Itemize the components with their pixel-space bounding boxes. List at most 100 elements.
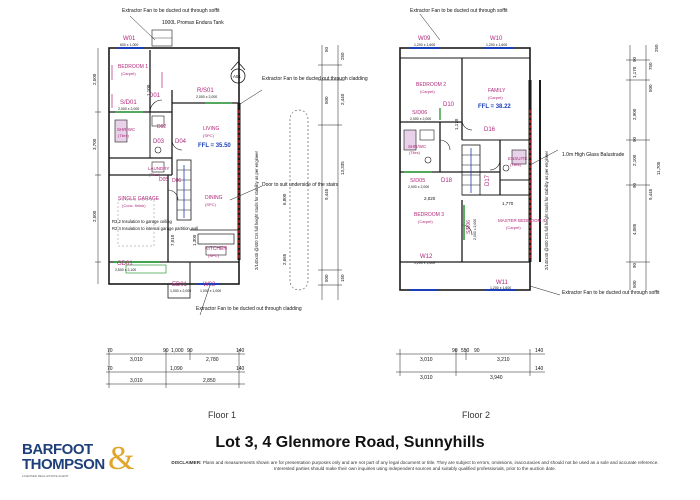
f2-dim-right-2900: 2,900 bbox=[632, 108, 637, 120]
logo-line2: THOMPSON bbox=[22, 456, 105, 473]
f1-tag-gd01-size: 2,500 x 2,100 bbox=[115, 268, 136, 272]
floor-1-label: Floor 1 bbox=[208, 410, 237, 420]
f1-dim-left-mid: 3,700 bbox=[92, 138, 97, 150]
f2-dim-b1-2: 550 bbox=[461, 348, 470, 354]
f1-room-garage-floor: (Conc. finish) bbox=[122, 203, 146, 208]
f1-dim-1100: 1,100 bbox=[146, 84, 151, 96]
f2-tag-sd06a: S/D06 bbox=[412, 110, 427, 116]
f1-dim-b1-0: 70 bbox=[107, 348, 113, 354]
f1-dim-right-150: 150 bbox=[340, 274, 345, 282]
floor-1-tag-marks bbox=[111, 65, 163, 108]
f2-dim-2020: 2,020 bbox=[424, 196, 436, 201]
f2-room-family-floor: (Carpet) bbox=[488, 95, 503, 100]
brand-logo: BARFOOT THOMPSON & LICENSED REAL ESTATE … bbox=[22, 441, 142, 479]
f1-dim-right-250: 250 bbox=[340, 52, 345, 60]
f2-room-family: FAMILY bbox=[488, 88, 506, 94]
f2-dim-b1-3: 90 bbox=[474, 348, 480, 354]
f1-dim-b1-3: 1,000 bbox=[171, 348, 184, 354]
f1-dim-b1-2: 90 bbox=[163, 348, 169, 354]
floor-plans: Extractor Fan to be ducted out through s… bbox=[92, 8, 661, 388]
f1-note-studs: 2/140x45 @400 Crs full height studs for … bbox=[254, 150, 259, 270]
f1-room-bedroom1: BEDROOM 1 bbox=[118, 64, 148, 70]
f1-dim-right-2440: 2,440 bbox=[340, 93, 345, 105]
floor-1-plan bbox=[108, 15, 263, 316]
f2-note-fan-bottom: Extractor Fan to be ducted out through s… bbox=[562, 290, 660, 296]
f1-note-fan-top: Extractor Fan to be ducted out through s… bbox=[122, 8, 220, 14]
f1-tag-d06: D06 bbox=[172, 178, 181, 184]
f1-dim-b1-5: 2,780 bbox=[206, 357, 219, 363]
f2-tag-sd06a-size: 2,000 x 2,000 bbox=[410, 117, 431, 121]
f2-tag-sd06-size: 2,000 x 2,000 bbox=[473, 219, 477, 240]
f1-dim-left-top: 2,500 bbox=[92, 73, 97, 85]
f2-dim-b1-5: 140 bbox=[535, 348, 544, 354]
f1-tag-gd01: GD01 bbox=[117, 261, 133, 267]
f2-dim-right-1170: 1,170 bbox=[632, 66, 637, 78]
f2-room-bedroom2-floor: (Carpet) bbox=[420, 89, 435, 94]
f1-dim-7010: 7,010 bbox=[170, 234, 175, 246]
f2-room-shr-floor: (Tiles) bbox=[409, 150, 421, 155]
f1-tag-w01-size: 600 x 1,000 bbox=[120, 43, 138, 47]
f2-tag-d10: D10 bbox=[443, 102, 455, 108]
floor-2-plan bbox=[399, 13, 561, 296]
f2-room-bedroom3-floor: (Carpet) bbox=[418, 219, 433, 224]
f2-dim-b2-2: 140 bbox=[535, 366, 544, 372]
f2-note-balustrade: 1.0m High Glass Balustrade bbox=[562, 152, 624, 158]
f2-dim-b1-0: 3,010 bbox=[420, 357, 433, 363]
f1-tag-a51: A51 bbox=[233, 74, 242, 79]
f1-room-living-floor: (SPC) bbox=[203, 133, 215, 138]
f2-room-master-floor: (Carpet) bbox=[506, 225, 521, 230]
logo-tagline: LICENSED REAL ESTATE AGENT bbox=[22, 474, 69, 478]
f2-tag-w10-size: 1,200 x 1,600 bbox=[486, 43, 507, 47]
f2-dim-right-500b: 500 bbox=[632, 280, 637, 288]
f2-room-ensuite: ENSUITE bbox=[508, 156, 528, 161]
f1-room-laundry: LAUNDRY bbox=[148, 166, 169, 171]
f1-dim-left-bot: 2,500 bbox=[92, 210, 97, 222]
disclaimer-text: Plans and measurements shown are for pre… bbox=[202, 460, 659, 471]
f1-tag-sd01: S/D01 bbox=[120, 100, 137, 106]
f1-room-shr: SHR/WC bbox=[117, 127, 136, 132]
f1-tag-d02: D02 bbox=[157, 124, 166, 130]
f1-dim-b3-1: 2,850 bbox=[203, 378, 216, 384]
f1-tag-d04: D04 bbox=[175, 139, 187, 145]
f1-dim-right-500a: 500 bbox=[324, 96, 329, 104]
f2-dim-b2-1: 3,940 bbox=[490, 375, 503, 381]
disclaimer: DISCLAIMER: Plans and measurements shown… bbox=[165, 460, 665, 472]
f2-tag-sd05: S/D05 bbox=[410, 178, 425, 184]
f2-tag-sd06: S/D06 bbox=[466, 220, 472, 234]
f1-dim-2665: 2,665 bbox=[282, 253, 287, 265]
f2-dim-right-4085: 4,085 bbox=[632, 223, 637, 235]
f2-room-bedroom2: BEDROOM 2 bbox=[416, 82, 446, 88]
f1-note-garage-ins2: R2.4 Insulation to internal garage parti… bbox=[112, 226, 198, 231]
f1-tag-d03: D03 bbox=[153, 139, 165, 145]
f1-room-kitchen-floor: (SPC) bbox=[208, 253, 220, 258]
f1-room-laundry-floor: (Tiles) bbox=[149, 172, 161, 177]
f2-dim-right-750: 750 bbox=[648, 62, 653, 70]
f1-tag-d01: D01 bbox=[149, 93, 161, 99]
f2-room-ensuite-floor: (Tiles) bbox=[510, 162, 522, 167]
f2-dim-right-90a: 90 bbox=[632, 56, 637, 62]
f1-ffl: FFL = 35.50 bbox=[198, 143, 231, 149]
f1-tag-rs01: R/S01 bbox=[197, 88, 214, 94]
f2-ffl: FFL = 38.22 bbox=[478, 104, 511, 110]
f2-dim-right-11705: 11,705 bbox=[656, 161, 661, 175]
f2-tag-w09-size: 1,200 x 1,600 bbox=[414, 43, 435, 47]
f1-tag-w01: W01 bbox=[123, 36, 136, 42]
f2-dim-b2-0: 3,010 bbox=[420, 375, 433, 381]
f1-note-tank: 1000L Promax Endura Tank bbox=[162, 20, 224, 26]
logo-line1: BARFOOT bbox=[22, 441, 93, 458]
f1-room-shr-floor: (Tiles) bbox=[118, 133, 130, 138]
f1-tag-sd01-size: 2,000 x 2,000 bbox=[118, 107, 139, 111]
f2-tag-w11: W11 bbox=[496, 280, 509, 286]
f2-dim-right-90d: 90 bbox=[632, 262, 637, 268]
f1-dim-1300: 1,300 bbox=[192, 234, 197, 246]
f1-dim-6800: 6,800 bbox=[282, 193, 287, 205]
f1-room-bedroom1-floor: (Carpet) bbox=[121, 71, 136, 76]
f1-room-living: LIVING bbox=[203, 126, 220, 132]
f1-note-fan-right: Extractor Fan to be ducted out through c… bbox=[262, 76, 368, 82]
f2-tag-w12: W12 bbox=[420, 254, 433, 260]
f1-dim-b2-2: 140 bbox=[236, 366, 245, 372]
f2-note-fan-top: Extractor Fan to be ducted out through s… bbox=[410, 8, 508, 14]
f2-dim-1170: 1,170 bbox=[454, 118, 459, 130]
f1-dim-right-500b: 500 bbox=[324, 274, 329, 282]
disclaimer-prefix: DISCLAIMER: bbox=[171, 460, 202, 465]
